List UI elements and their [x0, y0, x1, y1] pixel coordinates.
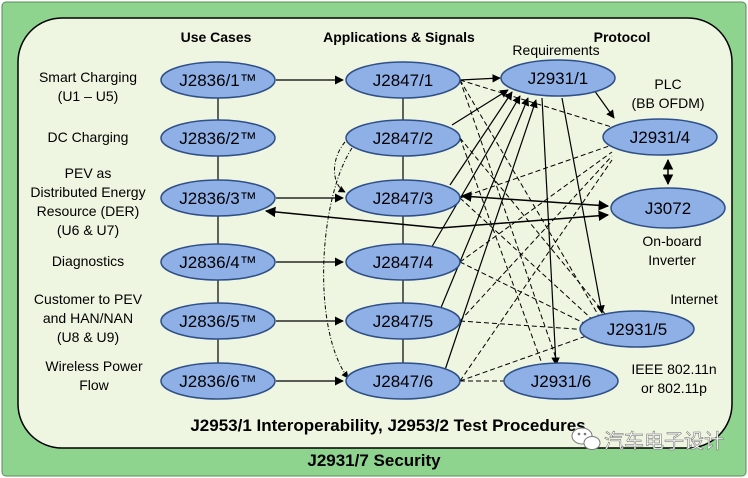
label-diagnostics: Diagnostics [52, 253, 124, 269]
label-pev-3: Resource (DER) [37, 203, 140, 219]
label-onboard: On-board [642, 233, 701, 249]
node-j2836-4: J2836/4™ [160, 243, 276, 281]
node-j2836-2: J2836/2™ [160, 119, 276, 157]
label-internet: Internet [670, 291, 718, 307]
node-j2931-6-text: J2931/6 [531, 372, 592, 391]
node-j2836-5-text: J2836/5™ [179, 312, 257, 331]
node-j2931-1-text: J2931/1 [528, 69, 589, 88]
watermark: 汽车电子设计 [571, 427, 724, 453]
header-applications: Applications & Signals [323, 29, 475, 45]
node-j2847-5-text: J2847/5 [373, 312, 434, 331]
label-pev-1: PEV as [65, 165, 112, 181]
header-protocol: Protocol [594, 29, 651, 45]
label-ieee-1: IEEE 802.11n [631, 361, 716, 377]
label-dc-charging: DC Charging [48, 129, 129, 145]
node-j2931-4-text: J2931/4 [630, 128, 691, 147]
node-j2847-3-text: J2847/3 [373, 189, 434, 208]
label-requirements: Requirements [512, 42, 599, 58]
security-title: J2931/7 Security [307, 451, 441, 470]
j2836-3-j3072-link [264, 206, 610, 229]
label-plc: PLC [654, 76, 681, 92]
node-j2836-5: J2836/5™ [160, 302, 276, 340]
node-j2836-2-text: J2836/2™ [179, 129, 257, 148]
label-wireless-2: Flow [79, 377, 109, 393]
node-j3072-text: J3072 [645, 199, 691, 218]
node-j2836-4-text: J2836/4™ [179, 253, 257, 272]
watermark-text: 汽车电子设计 [604, 430, 724, 453]
node-j2847-4-text: J2847/4 [373, 253, 434, 272]
node-j2847-2: J2847/2 [345, 119, 461, 157]
node-j3072: J3072 [610, 187, 726, 229]
label-ieee-2: or 802.11p [641, 380, 707, 396]
node-j2931-6: J2931/6 [503, 362, 619, 400]
node-j2836-1-text: J2836/1™ [179, 71, 257, 90]
node-j2847-6-text: J2847/6 [373, 372, 434, 391]
label-plc-ofdm: (BB OFDM) [631, 95, 704, 111]
node-j2931-1: J2931/1 [500, 59, 616, 97]
node-j2836-3-text: J2836/3™ [179, 189, 257, 208]
node-j2836-6-text: J2836/6™ [179, 372, 257, 391]
node-j2847-2-text: J2847/2 [373, 129, 434, 148]
node-j2931-5: J2931/5 [579, 310, 695, 348]
label-customer-3: (U8 & U9) [57, 329, 119, 345]
interoperability-title: J2953/1 Interoperability, J2953/2 Test P… [190, 416, 585, 435]
label-customer-1: Customer to PEV [34, 291, 143, 307]
node-j2847-1-text: J2847/1 [373, 71, 434, 90]
label-pev-2: Distributed Energy [30, 184, 145, 200]
label-smart-charging: Smart Charging [39, 69, 137, 85]
node-j2836-6: J2836/6™ [160, 362, 276, 400]
node-j2847-4: J2847/4 [345, 243, 461, 281]
header-use-cases: Use Cases [181, 29, 252, 45]
wechat-icon [571, 427, 601, 450]
j2847-3-j3072-link [460, 191, 610, 211]
node-j2836-3: J2836/3™ [160, 179, 276, 217]
label-pev-4: (U6 & U7) [57, 222, 119, 238]
label-inverter: Inverter [648, 252, 696, 268]
node-j2847-3: J2847/3 [345, 179, 461, 217]
node-j2847-6: J2847/6 [345, 362, 461, 400]
node-j2847-5: J2847/5 [345, 302, 461, 340]
node-j2931-5-text: J2931/5 [607, 320, 668, 339]
label-wireless-1: Wireless Power [45, 358, 143, 374]
node-j2931-4: J2931/4 [602, 118, 718, 156]
label-smart-charging-range: (U1 – U5) [58, 88, 119, 104]
node-j2847-1: J2847/1 [345, 61, 461, 99]
label-customer-2: and HAN/NAN [43, 310, 133, 326]
node-j2836-1: J2836/1™ [160, 61, 276, 99]
